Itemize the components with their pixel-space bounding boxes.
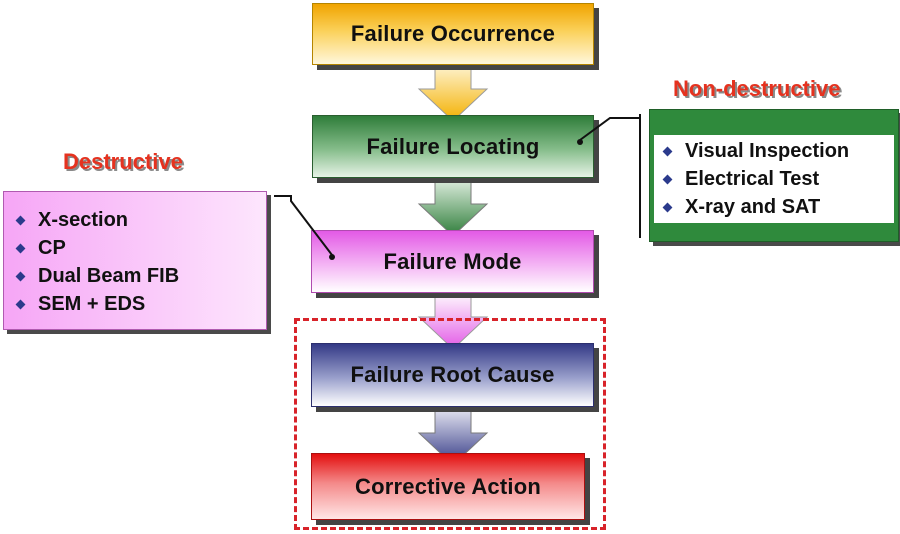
connector-nondestructive	[579, 114, 641, 238]
list-item: X-section	[13, 206, 266, 234]
step-failure-mode: Failure Mode	[311, 230, 594, 293]
list-item: X-ray and SAT	[660, 193, 894, 221]
step-failure-root-cause: Failure Root Cause	[311, 343, 594, 407]
arrow-occurrence-to-locating	[417, 63, 489, 122]
list-item: SEM + EDS	[13, 290, 266, 318]
list-item: Visual Inspection	[660, 137, 894, 165]
list-item-label: SEM + EDS	[38, 293, 146, 315]
list-item-label: X-section	[38, 209, 129, 231]
destructive-title: Destructive	[63, 149, 183, 174]
list-item-label: CP	[38, 237, 66, 259]
list-item: Dual Beam FIB	[13, 262, 266, 290]
step-label: Failure Mode	[383, 248, 522, 274]
destructive-methods-box: X-section CP Dual Beam FIB SEM + EDS	[3, 191, 267, 330]
list-item-label: Dual Beam FIB	[38, 265, 180, 287]
step-label: Corrective Action	[355, 473, 541, 499]
diamond-bullet-icon	[15, 271, 26, 281]
step-corrective-action: Corrective Action	[311, 453, 585, 520]
connector-destructive-dot	[329, 254, 335, 260]
connector-destructive	[274, 195, 333, 256]
step-label: Failure Occurrence	[350, 21, 556, 46]
arrow-locating-to-mode	[417, 176, 489, 237]
step-failure-locating: Failure Locating	[312, 115, 594, 178]
list-item: Electrical Test	[660, 165, 894, 193]
connector-nondestructive-dot	[577, 139, 583, 145]
step-failure-occurrence: Failure Occurrence	[312, 3, 594, 65]
step-label: Failure Root Cause	[350, 362, 555, 387]
non-destructive-list: Visual Inspection Electrical Test X-ray …	[654, 135, 894, 223]
highlight-dashed-box	[294, 318, 606, 530]
arrow-root-cause-to-corrective	[417, 405, 489, 466]
diamond-bullet-icon	[662, 202, 673, 212]
list-item-label: Visual Inspection	[685, 140, 850, 162]
diamond-bullet-icon	[15, 215, 26, 225]
step-label: Failure Locating	[366, 133, 540, 159]
diamond-bullet-icon	[662, 174, 673, 184]
diamond-bullet-icon	[662, 146, 673, 156]
diamond-bullet-icon	[15, 243, 26, 253]
list-item-label: X-ray and SAT	[685, 196, 821, 218]
diamond-bullet-icon	[15, 299, 26, 309]
non-destructive-methods-box: Visual Inspection Electrical Test X-ray …	[649, 109, 899, 242]
list-item: CP	[13, 234, 266, 262]
non-destructive-title: Non-destructive	[673, 76, 841, 101]
list-item-label: Electrical Test	[685, 168, 820, 190]
